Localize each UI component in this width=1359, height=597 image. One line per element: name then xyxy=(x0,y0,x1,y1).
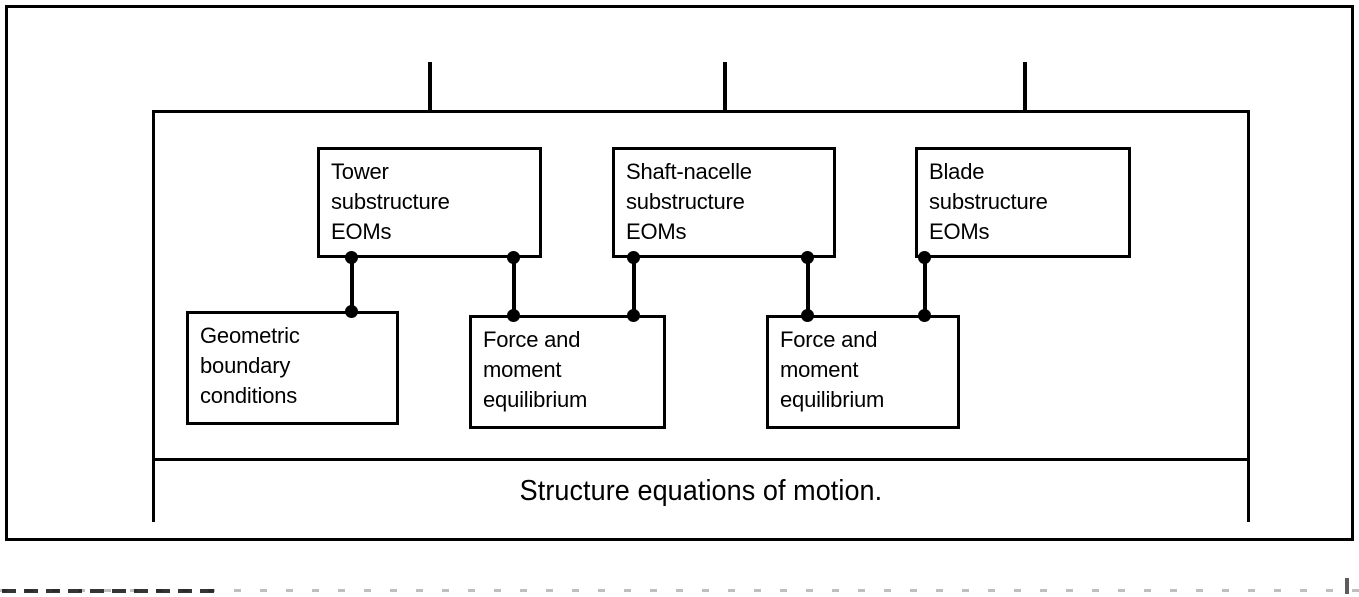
node-blade-substructure-eoms[interactable]: Blade substructure EOMs xyxy=(915,147,1131,258)
junction-dot-geometric-top xyxy=(345,305,358,318)
junction-dot-force-right-topleft xyxy=(801,309,814,322)
connector-tower-to-force-left xyxy=(512,257,516,319)
node-tower-substructure-eoms[interactable]: Tower substructure EOMs xyxy=(317,147,542,258)
caption-banner: Structure equations of motion. xyxy=(152,458,1250,522)
input-arrow-tower-shaft xyxy=(428,62,432,132)
junction-dot-shaft-right xyxy=(801,251,814,264)
connector-tower-to-geometric xyxy=(350,257,354,315)
junction-dot-shaft-left xyxy=(627,251,640,264)
caption-label: Structure equations of motion. xyxy=(519,475,883,507)
junction-dot-blade-left xyxy=(918,251,931,264)
node-force-and-moment-equilibrium-right[interactable]: Force and moment equilibrium xyxy=(766,315,960,429)
node-force-and-moment-equilibrium-left[interactable]: Force and moment equilibrium xyxy=(469,315,666,429)
node-shaft-nacelle-substructure-eoms[interactable]: Shaft-nacelle substructure EOMs xyxy=(612,147,836,258)
scan-artifact-dark-segment xyxy=(2,589,217,593)
junction-dot-force-right-topright xyxy=(918,309,931,322)
scan-artifact-dashed-line xyxy=(0,589,1359,592)
figure-outer-border xyxy=(5,5,1354,541)
junction-dot-tower-left xyxy=(345,251,358,264)
junction-dot-force-left-topright xyxy=(627,309,640,322)
junction-dot-force-left-topleft xyxy=(507,309,520,322)
node-geometric-boundary-conditions[interactable]: Geometric boundary conditions xyxy=(186,311,399,425)
input-arrow-shaft-nacelle-shaft xyxy=(723,62,727,132)
scan-artifact-right-mark xyxy=(1345,578,1349,594)
connector-shaft-to-force-left xyxy=(632,257,636,319)
junction-dot-tower-right xyxy=(507,251,520,264)
input-arrow-blade-shaft xyxy=(1023,62,1027,132)
connector-shaft-to-force-right xyxy=(806,257,810,319)
connector-blade-to-force-right xyxy=(923,257,927,319)
